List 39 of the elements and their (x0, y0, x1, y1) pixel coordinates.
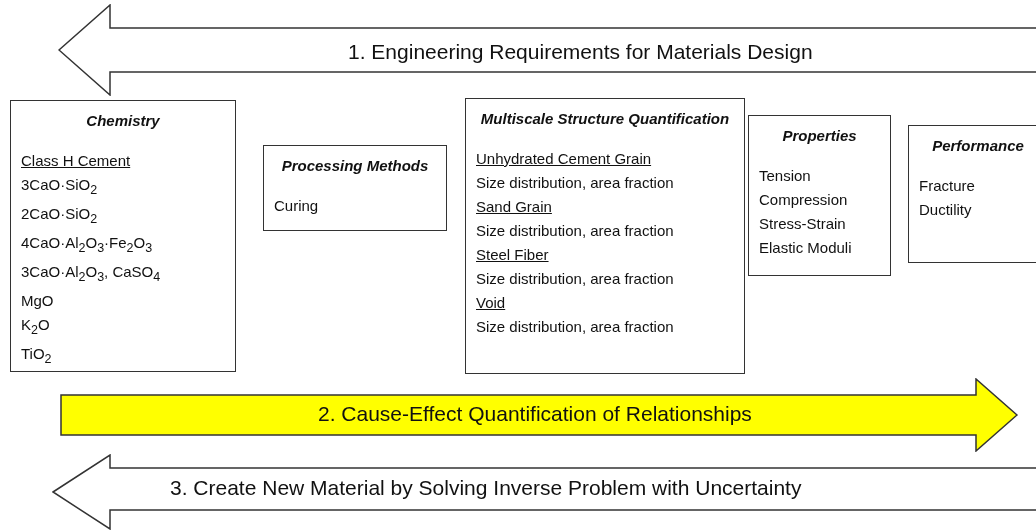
list-item: Tension (759, 166, 812, 186)
box-heading: Properties (781, 126, 858, 146)
list-item: 3CaO·SiO$_{2}$ (21, 175, 99, 199)
category-box (465, 98, 745, 374)
subheading: Void (476, 293, 507, 313)
box-heading: Processing Methods (280, 156, 430, 176)
list-item: Ductility (919, 200, 973, 220)
list-item: 2CaO·SiO$_{2}$ (21, 204, 99, 228)
list-item: Size distribution, area fraction (476, 221, 675, 241)
list-item: Curing (274, 196, 320, 216)
list-item: K$_{2}$O (21, 315, 51, 339)
list-item: 3CaO·Al$_{2}$O$_{3}$, CaSO$_{4}$ (21, 262, 162, 286)
arrow-label: 3. Create New Material by Solving Inverse Problem with Uncertainty (170, 476, 802, 500)
arrow-banner (58, 4, 1036, 96)
category-box (10, 100, 236, 372)
list-item: Fracture (919, 176, 976, 196)
subheading: Class H Cement (21, 151, 132, 171)
subheading: Sand Grain (476, 197, 553, 217)
list-item: Size distribution, area fraction (476, 269, 675, 289)
list-item: Elastic Moduli (759, 238, 853, 258)
list-item: Stress-Strain (759, 214, 847, 234)
list-item: Size distribution, area fraction (476, 173, 675, 193)
arrow-banner (60, 378, 1018, 452)
subheading: Unhydrated Cement Grain (476, 149, 653, 169)
arrow-label: 1. Engineering Requirements for Materials Design (348, 40, 813, 64)
list-item: 4CaO·Al$_{2}$O$_{3}$·Fe$_{2}$O$_{3}$ (21, 233, 154, 257)
category-box (263, 145, 447, 231)
subheading: Steel Fiber (476, 245, 550, 265)
list-item: Size distribution, area fraction (476, 317, 675, 337)
category-box (748, 115, 891, 276)
list-item: Compression (759, 190, 849, 210)
category-box (908, 125, 1036, 263)
arrow-label: 2. Cause-Effect Quantification of Relationships (318, 402, 752, 426)
list-item: MgO (21, 291, 55, 311)
list-item: TiO$_{2}$ (21, 344, 53, 368)
box-heading: Performance (931, 136, 1025, 156)
box-heading: Multiscale Structure Quantification (479, 109, 731, 129)
box-heading: Chemistry (85, 111, 161, 131)
arrow-banner (52, 454, 1036, 530)
